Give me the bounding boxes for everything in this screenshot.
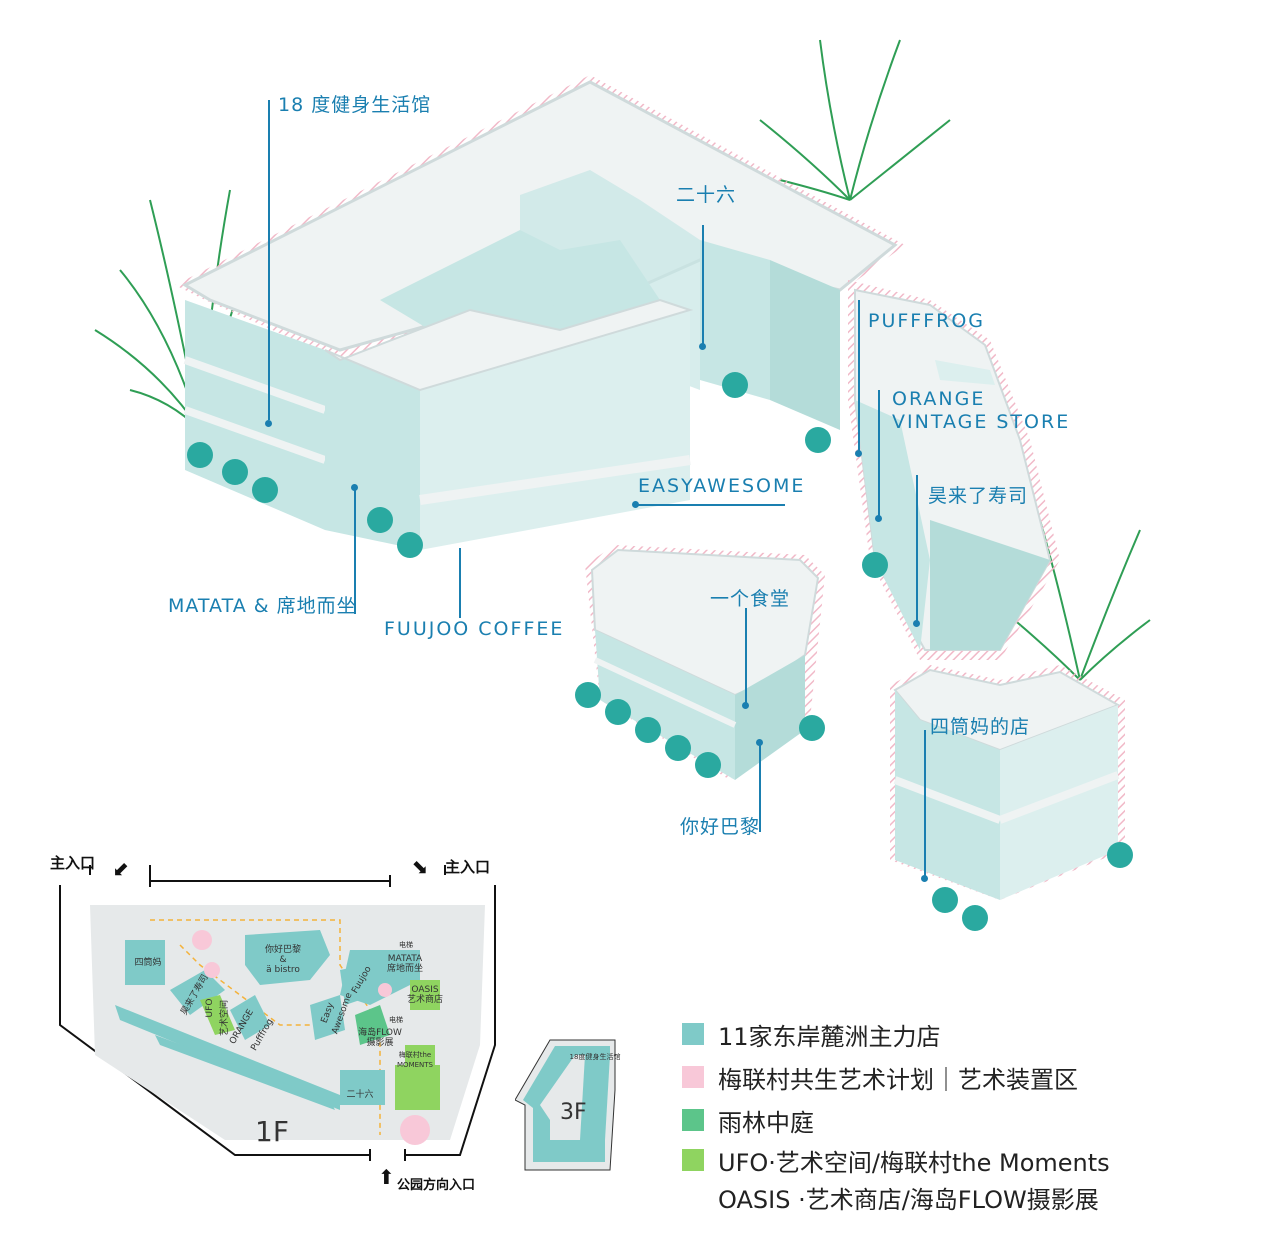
palm-tree-icon [759, 39, 951, 201]
plan-unit-nihao-1: 你好巴黎 [264, 945, 301, 955]
store-label-fuujoo: FUUJOO COFFEE [384, 618, 565, 640]
legend-swatch [682, 1109, 704, 1131]
legend-label: 梅联村共生艺术计划｜艺术装置区 [718, 1065, 1078, 1094]
plan-unit-ufo-2: 艺术空间 [220, 1000, 230, 1037]
plan-unit-oasis-2: 艺术商店 [406, 995, 443, 1005]
store-label-matata: MATATA & 席地而坐 [168, 595, 357, 617]
legend-label: 11家东岸麓洲主力店 [718, 1022, 941, 1051]
legend-swatch [682, 1066, 704, 1088]
store-label-orange-2: VINTAGE STORE [892, 411, 1071, 433]
store-label-ershiliu: 二十六 [676, 184, 737, 206]
floor-label-3f: 3F [560, 1100, 587, 1125]
store-label-fitness: 18 度健身生活馆 [278, 94, 432, 116]
legend-item-rainforest: 雨林中庭 [682, 1103, 814, 1137]
tree-icon-group [187, 372, 1133, 931]
legend-label: 雨林中庭 [718, 1108, 814, 1137]
plan-unit-ershiliu: 二十六 [346, 1090, 374, 1100]
plan-unit-haodao-2: 摄影展 [366, 1038, 394, 1048]
plan-unit-oasis-1: OASIS [411, 985, 439, 995]
store-label-sushi: 昊来了寿司 [928, 485, 1029, 507]
floor-label-1f: 1F [255, 1115, 289, 1148]
legend-swatch [682, 1149, 704, 1171]
store-label-nihao-paris: 你好巴黎 [680, 816, 761, 838]
store-label-easyawesome: EASYAWESOME [638, 475, 806, 497]
legend-item-oasis: OASIS ·艺术商店/海岛FLOW摄影展 [718, 1180, 1099, 1214]
legend-label: UFO·艺术空间/梅联村the Moments [718, 1148, 1110, 1177]
legend-swatch [682, 1023, 704, 1045]
store-label-pufffrog: PUFFFROG [868, 310, 986, 332]
legend-label: OASIS ·艺术商店/海岛FLOW摄影展 [718, 1185, 1099, 1214]
entrance-main-right: 主入口 [445, 858, 491, 876]
arrow-up-icon: ⬆ [378, 1165, 395, 1189]
entrance-main-left: 主入口 [50, 854, 96, 872]
plan-unit-toilet-2: 电梯 [389, 1016, 403, 1024]
plan-unit-situongma: 四筒妈 [134, 958, 162, 968]
store-label-situongma: 四筒妈的店 [930, 716, 1031, 738]
middle-building [585, 545, 825, 780]
right-building [848, 280, 1060, 660]
plan-unit-matata-2: 席地而坐 [386, 964, 423, 974]
entrance-park: 公园方向入口 [397, 1178, 476, 1193]
legend-item-main-stores: 11家东岸麓洲主力店 [682, 1017, 941, 1051]
plan-unit-nihao-2: & [279, 955, 287, 965]
store-label-canteen: 一个食堂 [710, 588, 791, 610]
plan-unit-nihao-3: ä bistro [266, 965, 300, 975]
store-label-orange-1: ORANGE [892, 388, 986, 410]
plan-unit-ufo-1: UFO [205, 998, 215, 1018]
legend-item-art-plan: 梅联村共生艺术计划｜艺术装置区 [682, 1060, 1078, 1094]
plan-unit-meilian: 梅联村the MOMENTS [397, 1051, 433, 1069]
floorplan-1f [59, 865, 496, 1161]
main-building [175, 75, 905, 550]
plan-unit-matata-1: MATATA [387, 954, 423, 964]
legend-item-ufo: UFO·艺术空间/梅联村the Moments [682, 1143, 1110, 1177]
plan-3f-unit: 18度健身生活馆 [569, 1053, 621, 1061]
far-right-building [890, 665, 1125, 900]
plan-unit-toilet-1: 电梯 [399, 941, 413, 949]
plan-unit-haodao-1: 海岛FLOW [358, 1028, 402, 1038]
floorplan-3f [515, 1039, 616, 1171]
